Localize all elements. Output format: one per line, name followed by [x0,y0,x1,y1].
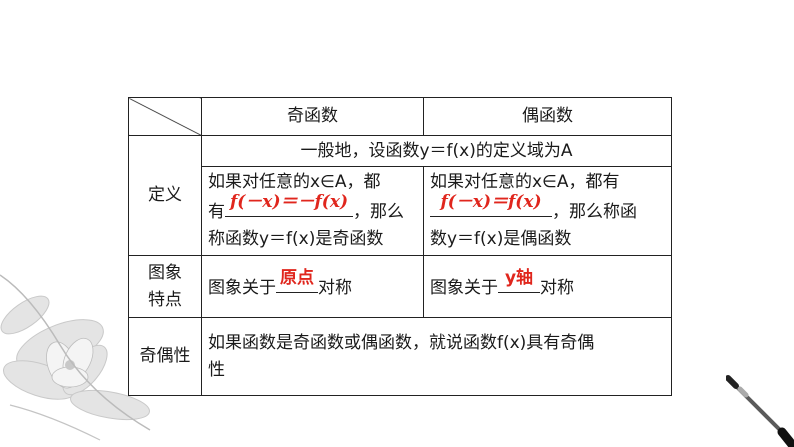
even-graph-blank: y轴 [498,268,540,293]
brush-decoration [726,375,794,447]
even-definition-answer: f(－x)＝f(x) [440,192,542,212]
odd-definition-line1: 如果对任意的x∈A，都 [208,172,381,192]
diagonal-corner-cell [128,97,202,136]
definition-common-row: 定义 一般地，设函数y＝f(x)的定义域为A [128,135,672,256]
parity-text-cell: 如果函数是奇函数或偶函数，就说函数f(x)具有奇偶 性 [201,317,672,396]
odd-graph-suffix: 对称 [318,277,352,298]
parity-text-line1: 如果函数是奇函数或偶函数，就说函数f(x)具有奇偶 [208,332,595,353]
even-graph-suffix: 对称 [540,277,574,298]
graph-label: 图象 特点 [128,255,202,318]
odd-graph-prefix: 图象关于 [208,277,276,298]
even-definition-suffix: ，那么称函 [552,202,637,222]
graph-label-line2: 特点 [148,289,182,310]
even-graph-cell: 图象关于 y轴对称 [423,255,672,318]
odd-definition-answer: f(－x)＝－f(x) [229,192,349,212]
odd-definition-prefix: 有 [208,202,225,222]
odd-even-function-table: 奇函数 偶函数 定义 一般地，设函数y＝f(x)的定义域为A 如果对任意的x∈A… [128,97,672,396]
even-definition-line1: 如果对任意的x∈A，都有 [430,172,620,192]
even-definition-line2: f(－x)＝f(x) ，那么称函 [430,192,665,226]
odd-graph-cell: 图象关于原点对称 [201,255,424,318]
even-definition-cell: 如果对任意的x∈A，都有 f(－x)＝f(x) ，那么称函 数y＝f(x)是偶函数 [423,166,672,256]
parity-text-line2: 性 [208,359,225,380]
definition-label: 定义 [128,135,202,256]
even-graph-answer: y轴 [504,267,534,288]
odd-graph-answer: 原点 [280,267,314,288]
even-definition-line3: 数y＝f(x)是偶函数 [430,229,572,249]
odd-graph-blank: 原点 [276,268,318,293]
header-row: 奇函数 偶函数 [128,97,672,136]
parity-label: 奇偶性 [128,317,202,396]
odd-definition-suffix: ，那么 [353,202,404,222]
parity-row: 奇偶性 如果函数是奇函数或偶函数，就说函数f(x)具有奇偶 性 [128,317,672,396]
definition-common-text: 一般地，设函数y＝f(x)的定义域为A [201,135,672,167]
odd-header: 奇函数 [201,97,424,136]
even-definition-blank: f(－x)＝f(x) [430,192,552,217]
even-graph-prefix: 图象关于 [430,277,498,298]
odd-definition-line3: 称函数y＝f(x)是奇函数 [208,229,384,249]
odd-definition-blank: f(－x)＝－f(x) [225,192,353,217]
even-header: 偶函数 [423,97,672,136]
flower-decoration [0,274,151,441]
graph-label-line1: 图象 [148,262,182,283]
